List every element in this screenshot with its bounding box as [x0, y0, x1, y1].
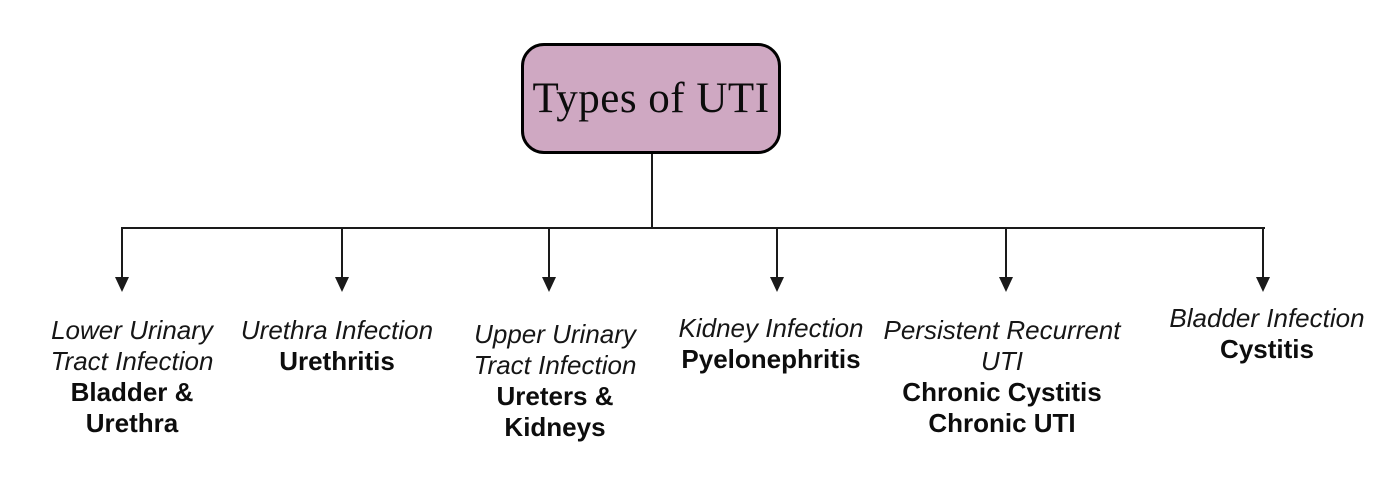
arrow-head: [770, 277, 784, 292]
branch-name-line: Kidneys: [504, 412, 606, 442]
branch-name-line: Cystitis: [1220, 334, 1314, 364]
branch-cystitis: Bladder Infection Cystitis: [1169, 303, 1364, 365]
arrow-shaft: [121, 227, 123, 278]
branch-description-line: Lower Urinary: [51, 315, 213, 345]
branch-description-line: Kidney Infection: [678, 313, 864, 343]
branch-lower-urinary-tract: Lower Urinary Tract Infection Bladder & …: [51, 315, 214, 439]
arrow-head: [115, 277, 129, 292]
branch-pyelonephritis: Kidney Infection Pyelonephritis: [678, 313, 863, 375]
branch-name-line: Bladder &: [70, 377, 194, 407]
branch-name-line: Chronic UTI: [928, 408, 1076, 438]
branch-chronic-uti: Persistent Recurrent UTI Chronic Cystiti…: [884, 315, 1121, 439]
arrow-head: [335, 277, 349, 292]
root-node: Types of UTI: [521, 43, 781, 154]
branch-description-line: Persistent Recurrent: [883, 315, 1121, 345]
branch-name-line: Chronic Cystitis: [902, 377, 1102, 407]
branch-description-line: Bladder Infection: [1169, 303, 1365, 333]
arrow-head: [1256, 277, 1270, 292]
branch-description-line: UTI: [981, 346, 1023, 376]
branch-description-line: Upper Urinary: [474, 319, 636, 349]
branch-name-line: Urethra: [85, 408, 179, 438]
tree-horizontal-line: [121, 227, 1265, 229]
arrow-head: [999, 277, 1013, 292]
arrow-shaft: [776, 227, 778, 278]
root-node-label: Types of UTI: [532, 75, 770, 122]
arrow-shaft: [1005, 227, 1007, 278]
branch-description-line: Urethra Infection: [240, 315, 434, 345]
branch-name-line: Urethritis: [279, 346, 395, 376]
branch-description-line: Tract Infection: [50, 346, 214, 376]
branch-name-line: Ureters &: [496, 381, 614, 411]
arrow-shaft: [1262, 227, 1264, 278]
branch-name-line: Pyelonephritis: [681, 344, 861, 374]
branch-description-line: Tract Infection: [473, 350, 637, 380]
arrow-shaft: [548, 227, 550, 278]
branch-upper-urinary-tract: Upper Urinary Tract Infection Ureters & …: [474, 319, 637, 443]
arrow-head: [542, 277, 556, 292]
branch-urethritis: Urethra Infection Urethritis: [241, 315, 433, 377]
arrow-shaft: [341, 227, 343, 278]
tree-stem-line: [651, 154, 653, 228]
